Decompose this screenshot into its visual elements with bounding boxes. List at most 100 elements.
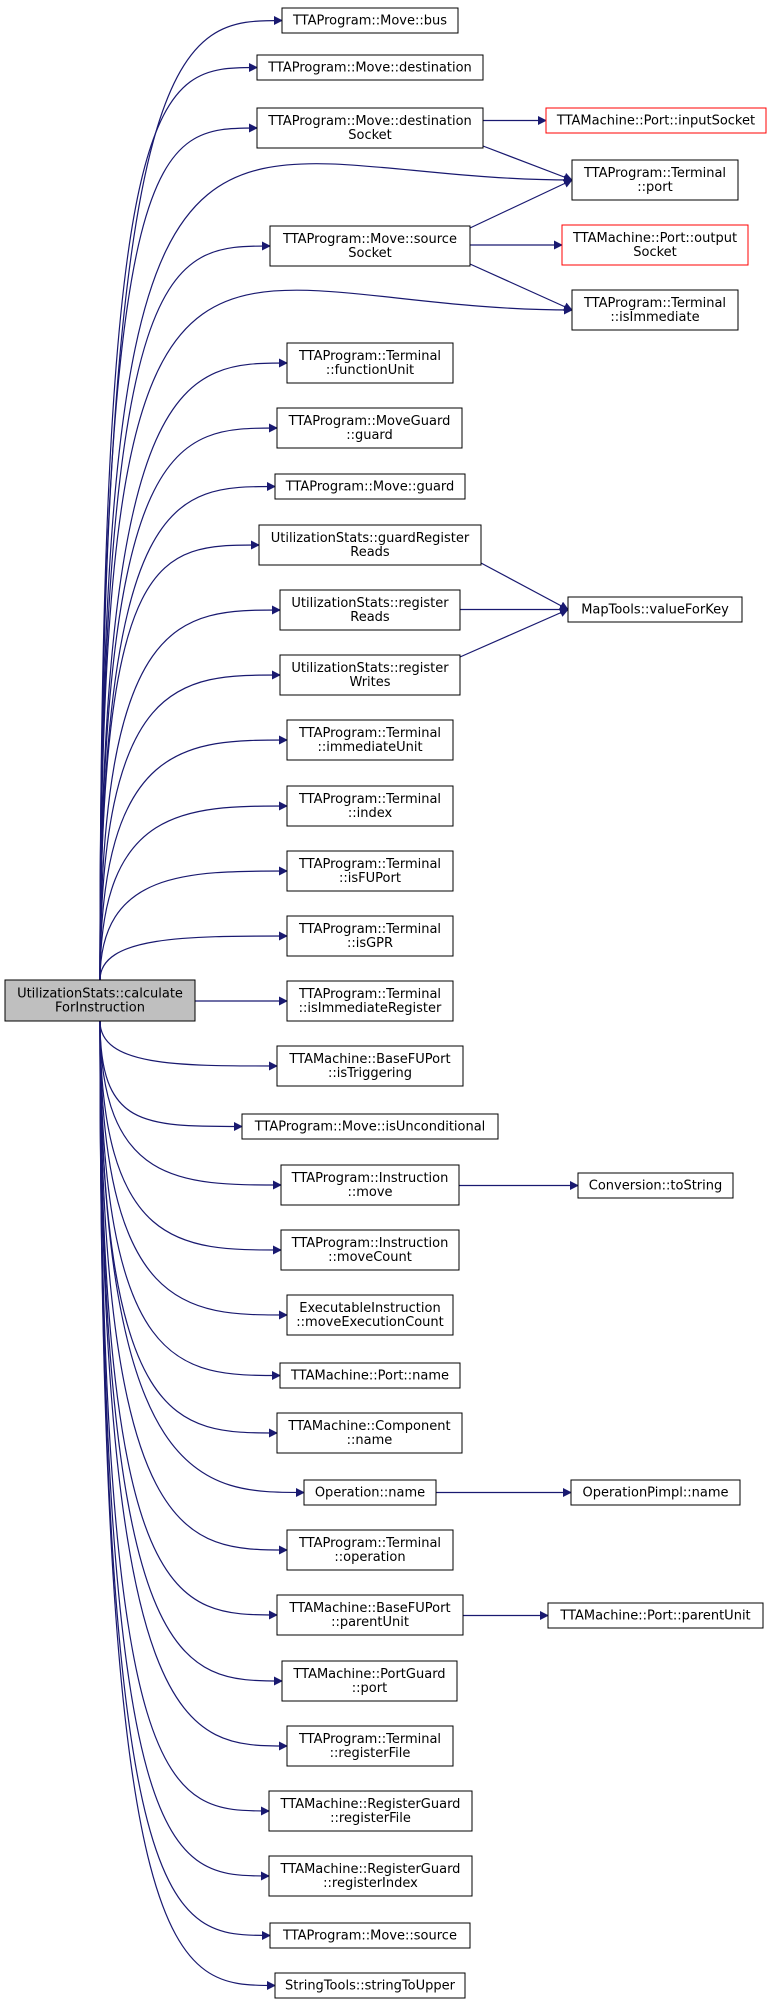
node-box xyxy=(577,1172,734,1199)
node-box xyxy=(286,1529,454,1571)
node-box xyxy=(281,7,459,34)
node-label-line: Reads xyxy=(350,610,390,625)
node-basefuport-is-triggering[interactable]: TTAMachine::BaseFUPort::isTriggering xyxy=(276,1045,464,1087)
node-instruction-move-count[interactable]: TTAProgram::Instruction::moveCount xyxy=(280,1229,460,1271)
node-label-line: ::isImmediateRegister xyxy=(299,1001,442,1016)
node-moveguard-guard[interactable]: TTAProgram::MoveGuard::guard xyxy=(276,407,463,449)
node-portguard-port[interactable]: TTAMachine::PortGuard::port xyxy=(281,1660,458,1702)
node-box xyxy=(286,1725,454,1767)
node-label-line: TTAMachine::Port::inputSocket xyxy=(556,114,755,129)
node-label-line: ::name xyxy=(347,1433,393,1448)
node-label-line: ExecutableInstruction xyxy=(299,1301,440,1316)
node-box xyxy=(286,980,454,1022)
node-label-line: Operation::name xyxy=(315,1486,425,1501)
node-terminal-function-unit[interactable]: TTAProgram::Terminal::functionUnit xyxy=(286,342,454,384)
node-port-input-socket-external[interactable]: TTAMachine::Port::inputSocket xyxy=(545,107,767,134)
node-move-is-unconditional[interactable]: TTAProgram::Move::isUnconditional xyxy=(241,1113,499,1140)
node-root[interactable]: UtilizationStats::calculateForInstructio… xyxy=(4,979,196,1022)
edge-root-to-terminal-port xyxy=(99,163,573,981)
node-label-line: TTAMachine::Port::parentUnit xyxy=(559,1609,750,1624)
node-box xyxy=(258,524,482,566)
node-box xyxy=(269,1922,471,1949)
node-string-to-upper[interactable]: StringTools::stringToUpper xyxy=(274,1972,466,1999)
node-port-parent-unit[interactable]: TTAMachine::Port::parentUnit xyxy=(547,1602,764,1629)
edge-root-to-move-destination-socket xyxy=(99,123,258,981)
edge-root-to-terminal-is-fu-port xyxy=(99,866,288,981)
node-component-name[interactable]: TTAMachine::Component::name xyxy=(276,1412,463,1454)
node-box xyxy=(561,224,749,266)
node-label-line: TTAProgram::Move::source xyxy=(282,1929,457,1944)
node-box xyxy=(567,596,743,623)
node-basefuport-parent-unit[interactable]: TTAMachine::BaseFUPort::parentUnit xyxy=(276,1594,464,1636)
edge-register-writes-to-maptools-value-for-key xyxy=(459,608,569,658)
node-label-line: Socket xyxy=(633,245,677,260)
node-box xyxy=(286,719,454,761)
node-label-line: UtilizationStats::calculate xyxy=(17,987,183,1002)
node-instruction-move[interactable]: TTAProgram::Instruction::move xyxy=(280,1164,460,1206)
edge-root-to-terminal-index xyxy=(99,801,288,981)
node-registerguard-register-file[interactable]: TTAMachine::RegisterGuard::registerFile xyxy=(268,1790,473,1832)
edge-root-to-register-writes xyxy=(99,670,281,981)
edge-root-to-terminal-is-immediate xyxy=(99,289,573,981)
node-label-line: TTAProgram::Terminal xyxy=(298,1536,441,1551)
node-terminal-register-file[interactable]: TTAProgram::Terminal::registerFile xyxy=(286,1725,454,1767)
node-box xyxy=(256,54,484,81)
node-terminal-is-fu-port[interactable]: TTAProgram::Terminal::isFUPort xyxy=(286,850,454,892)
edge-root-to-move-guard xyxy=(99,482,276,981)
node-box xyxy=(286,785,454,827)
node-terminal-is-immediate[interactable]: TTAProgram::Terminal::isImmediate xyxy=(571,289,739,331)
node-registerguard-register-index[interactable]: TTAMachine::RegisterGuard::registerIndex xyxy=(268,1855,473,1897)
node-box xyxy=(280,1229,460,1271)
node-label-line: ::moveExecutionCount xyxy=(296,1315,443,1330)
node-port-name[interactable]: TTAMachine::Port::name xyxy=(279,1362,461,1389)
edge-root-to-basefuport-parent-unit xyxy=(99,1020,278,1620)
node-label-line: ::moveCount xyxy=(328,1250,412,1265)
node-move-destination[interactable]: TTAProgram::Move::destination xyxy=(256,54,484,81)
node-move-source[interactable]: TTAProgram::Move::source xyxy=(269,1922,471,1949)
node-maptools-value-for-key[interactable]: MapTools::valueForKey xyxy=(567,596,743,623)
node-terminal-operation[interactable]: TTAProgram::Terminal::operation xyxy=(286,1529,454,1571)
node-box xyxy=(4,979,196,1022)
node-box xyxy=(280,1164,460,1206)
node-box xyxy=(241,1113,499,1140)
node-label-line: TTAMachine::PortGuard xyxy=(292,1667,445,1682)
node-box xyxy=(269,225,471,267)
node-label-line: ::registerFile xyxy=(330,1746,411,1761)
node-label-line: ::registerIndex xyxy=(323,1876,418,1891)
node-box xyxy=(286,915,454,957)
node-label-line: OperationPimpl::name xyxy=(582,1486,728,1501)
node-terminal-immediate-unit[interactable]: TTAProgram::Terminal::immediateUnit xyxy=(286,719,454,761)
node-operationpimpl-name[interactable]: OperationPimpl::name xyxy=(570,1479,741,1506)
edge-root-to-moveguard-guard xyxy=(99,423,278,981)
node-terminal-index[interactable]: TTAProgram::Terminal::index xyxy=(286,785,454,827)
edges-layer xyxy=(99,16,579,1990)
node-label-line: ::isImmediate xyxy=(610,310,699,325)
node-conversion-to-string[interactable]: Conversion::toString xyxy=(577,1172,734,1199)
node-label-line: ::isFUPort xyxy=(339,871,401,886)
node-move-execution-count[interactable]: ExecutableInstruction::moveExecutionCoun… xyxy=(286,1294,454,1336)
node-terminal-is-gpr[interactable]: TTAProgram::Terminal::isGPR xyxy=(286,915,454,957)
node-label-line: ::move xyxy=(347,1185,392,1200)
node-operation-name[interactable]: Operation::name xyxy=(303,1479,437,1506)
edge-root-to-move-destination xyxy=(99,63,258,981)
node-label-line: Reads xyxy=(350,545,390,560)
node-label-line: ::isTriggering xyxy=(328,1066,412,1081)
node-move-bus[interactable]: TTAProgram::Move::bus xyxy=(281,7,459,34)
node-label-line: TTAProgram::Instruction xyxy=(291,1171,449,1186)
node-box xyxy=(571,289,739,331)
node-box xyxy=(276,407,463,449)
node-label-line: ::parentUnit xyxy=(331,1615,409,1630)
edge-root-to-terminal-function-unit xyxy=(99,358,288,981)
node-terminal-port[interactable]: TTAProgram::Terminal::port xyxy=(571,159,739,201)
node-label-line: ::index xyxy=(348,806,393,821)
node-move-guard[interactable]: TTAProgram::Move::guard xyxy=(274,473,466,500)
node-label-line: ::guard xyxy=(346,428,393,443)
node-label-line: TTAProgram::Move::guard xyxy=(285,480,455,495)
node-terminal-is-immediate-register[interactable]: TTAProgram::Terminal::isImmediateRegiste… xyxy=(286,980,454,1022)
